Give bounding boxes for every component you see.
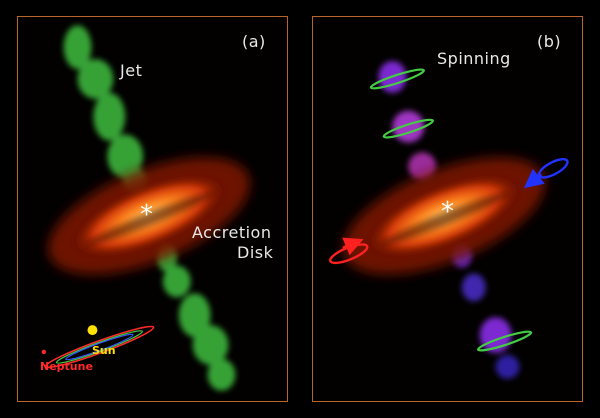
spinning-image [329, 61, 569, 379]
star-symbol: * [441, 197, 455, 227]
accretion-disk-b [343, 157, 545, 275]
accretion-disk [48, 157, 250, 275]
panel-tag: (b) [537, 32, 562, 51]
panel-tag: (a) [242, 32, 266, 51]
jet-label: Jet [120, 61, 143, 80]
panel-a: (a) Jet * Accretion Disk Sun Neptune [17, 16, 288, 402]
jet-disk-image [41, 25, 250, 391]
star-symbol: * [140, 200, 154, 230]
sun-marker [87, 325, 98, 336]
solar-system-orbits [44, 325, 155, 369]
disk-spin-arrows [329, 157, 569, 265]
jet-spin-rings [369, 68, 533, 352]
sun-label: Sun [92, 344, 116, 357]
jet [63, 25, 236, 391]
accretion-label: Accretion [192, 223, 272, 242]
neptune-label: Neptune [40, 360, 93, 373]
disk-label: Disk [237, 243, 274, 262]
panel-b: (b) Spinning * [312, 16, 583, 402]
neptune-marker [41, 349, 46, 355]
spinning-label: Spinning [437, 49, 511, 68]
